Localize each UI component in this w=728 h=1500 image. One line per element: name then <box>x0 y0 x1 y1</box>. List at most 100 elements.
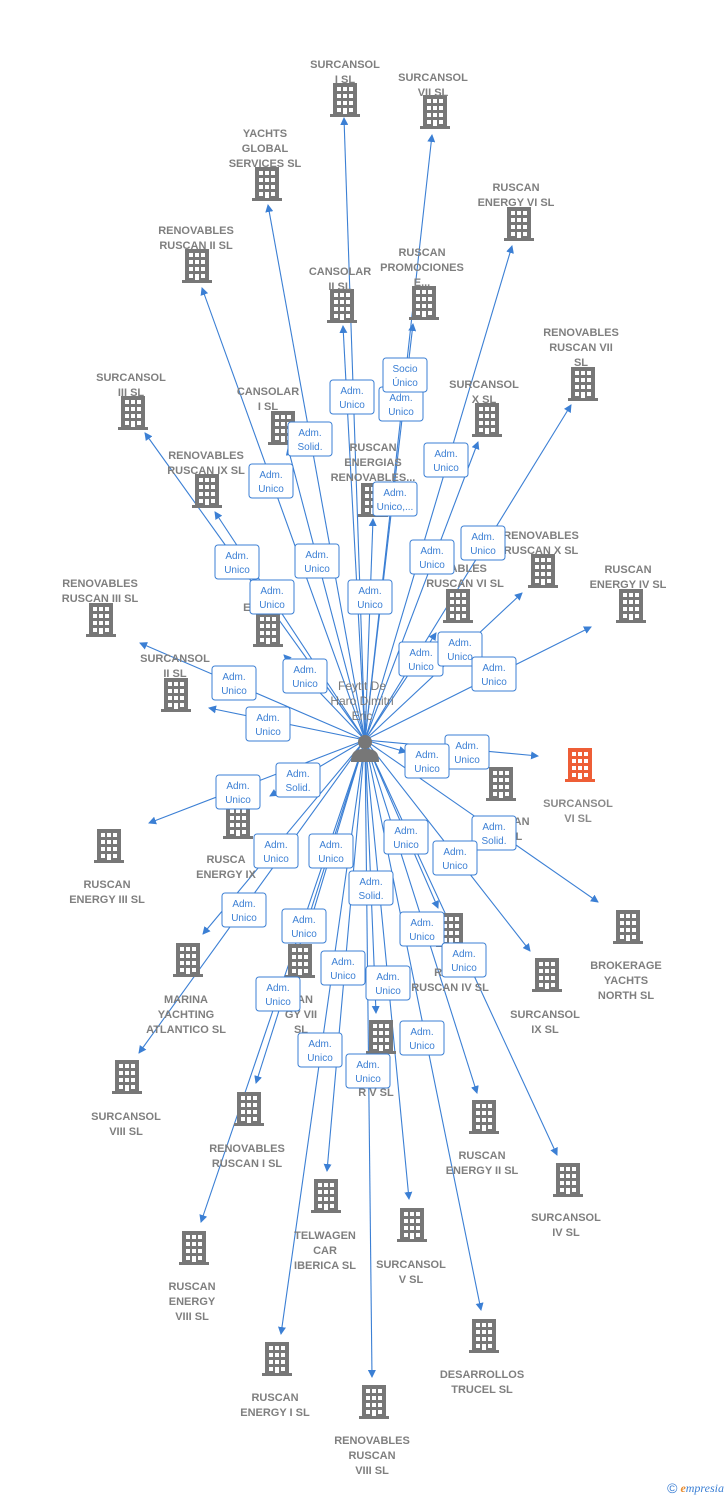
role-badge-telwagen[interactable]: Adm.Unico <box>320 950 366 986</box>
role-text-line: Adm. <box>410 918 433 929</box>
role-badge-ruscan-energy-ii[interactable]: Adm.Unico <box>399 911 445 947</box>
building-icon <box>409 286 439 320</box>
role-badge-surcansol-iv[interactable]: Adm.Unico <box>441 942 487 978</box>
role-badge-ruscan-energy-viii[interactable]: Adm.Unico <box>255 976 301 1012</box>
role-badge-brokerage-yachts[interactable]: Adm.Solid. <box>471 815 517 851</box>
building-icon <box>112 1060 142 1094</box>
role-text-line: Unico <box>454 755 480 766</box>
role-badge-ruscan-energy-v[interactable]: Adm.Unico <box>282 658 328 694</box>
role-text-line: Unico <box>442 861 468 872</box>
role-badge-surcansol-viii[interactable]: Adm. Unico <box>221 892 267 928</box>
brand-logo[interactable]: empresia <box>680 1480 724 1495</box>
role-text-line: Adm. <box>232 899 255 910</box>
role-badge-surcansol-iii[interactable]: Adm.Solid. <box>287 421 333 457</box>
company-node-ruscan-promociones[interactable]: RUSCANPROMOCIONESE... <box>380 247 464 320</box>
role-badge-cansolar-i[interactable]: Adm.Unico <box>249 579 295 615</box>
center-person-node[interactable]: Feytit De Haro Dimitri Eric <box>330 679 394 762</box>
role-badge-ruscan-energy-x[interactable]: Adm.Unico <box>404 743 450 779</box>
role-badge-surcansol-ix[interactable]: Adm. Unico <box>432 840 478 876</box>
role-badge-renovables-ruscan-ii[interactable]: Adm.Unico <box>214 544 260 580</box>
role-badge-surcansol-i[interactable]: Adm.Unico <box>329 379 375 415</box>
person-icon <box>351 735 379 762</box>
role-badge-box <box>347 579 393 615</box>
role-badge-ruscan-energy-ix[interactable]: Adm.Solid. <box>275 762 321 798</box>
role-text-line: Adm. <box>356 1060 379 1071</box>
role-text-line: Socio <box>392 364 417 375</box>
role-badge-renovables-ruscan-iii[interactable]: Adm.Unico <box>211 665 257 701</box>
role-badge-surcansol-ii[interactable]: Adm.Unico <box>245 706 291 742</box>
role-badge-yachts-global[interactable]: Adm.Unico <box>248 463 294 499</box>
company-label-line: RENOVABLES <box>158 225 234 237</box>
role-badge-renovables-ruscan-iv[interactable]: Adm.Unico <box>383 819 429 855</box>
role-text-line: Adm. <box>443 847 466 858</box>
role-badge-surcansol-vi[interactable]: Adm.Unico <box>444 734 490 770</box>
company-label-line: SURCANSOL <box>510 1009 580 1021</box>
company-label-line: RUSCAN II SL <box>159 240 233 252</box>
role-badge-ruscan-energy-i[interactable]: Adm.Unico <box>297 1032 343 1068</box>
role-badge-ruscan-energy-vii[interactable]: Adm.Unico <box>308 833 354 869</box>
role-badge-desarrollos-trucel[interactable]: Adm.Unico <box>399 1020 445 1056</box>
role-text-line: Unico <box>414 764 440 775</box>
building-icon <box>469 1319 499 1353</box>
company-node-renovables-ruscan-ii[interactable]: RENOVABLES RUSCAN II SL <box>158 225 234 283</box>
company-label-line: SERVICES SL <box>229 158 302 170</box>
role-badge-renovables-ruscan-vi[interactable]: Adm.Unico <box>437 631 483 667</box>
role-badge-marina-yachting[interactable]: Adm.Unico <box>253 833 299 869</box>
role-badge-renovables-ruscan-viii[interactable]: Adm.Unico <box>345 1053 391 1089</box>
role-badge-ruscan-energy-vi[interactable]: Adm.Unico <box>423 442 469 478</box>
company-label-line: VIII SL <box>109 1126 143 1138</box>
role-badge-box <box>365 965 411 1001</box>
role-badge-ruscan-energy-iii[interactable]: Adm.Unico <box>215 774 261 810</box>
building-icon <box>118 396 148 430</box>
company-node-ruscan-energias-renovables[interactable]: RUSCANENERGIASRENOVABLES... <box>331 442 416 517</box>
role-text-line: Adm. <box>260 586 283 597</box>
role-badge-renovables-ruscan-vii[interactable]: Adm.Unico <box>460 525 506 561</box>
role-text-line: Unico <box>231 913 257 924</box>
role-badge-renovables-ruscan-x[interactable]: Adm.Unico <box>398 641 444 677</box>
role-badge-surcansol-v[interactable]: Adm.Unico <box>365 965 411 1001</box>
company-label-line: SURCANSOL <box>96 372 166 384</box>
role-badge-ruscan-energy-iv[interactable]: Adm.Unico <box>471 656 517 692</box>
role-badge-renovables-ruscan-i[interactable]: Adm.Unico <box>281 908 327 944</box>
role-text-line: Unico <box>408 662 434 673</box>
role-badge-renovables-ruscan-v[interactable]: Adm.Solid. <box>348 870 394 906</box>
role-text-line: Adm. <box>452 949 475 960</box>
role-badge-ruscan-energias-renovables[interactable]: Adm.Unico,... <box>372 481 418 517</box>
role-badge-surcansol-x[interactable]: Adm.Unico <box>409 539 455 575</box>
edge-yachts-global <box>265 204 366 741</box>
role-badge-renovables-ruscan-ix[interactable]: Adm.Unico <box>347 579 393 615</box>
role-badge-cansolar-ii[interactable]: Adm.Unico <box>294 543 340 579</box>
role-text-line: Unico <box>304 564 330 575</box>
